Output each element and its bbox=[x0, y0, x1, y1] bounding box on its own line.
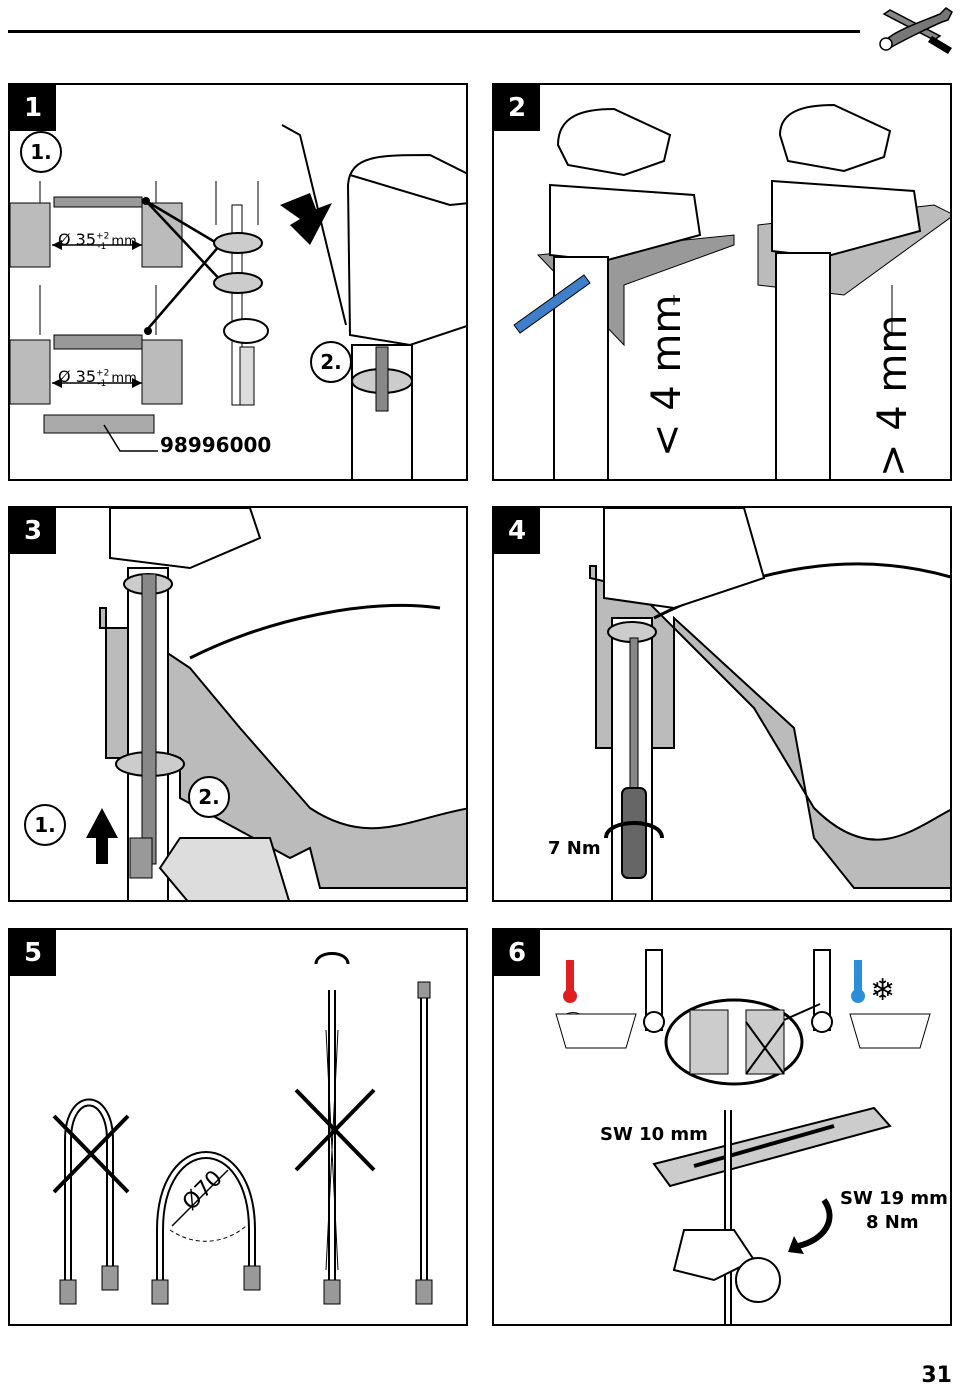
dimension-lower-value: Ø 35 bbox=[58, 367, 97, 386]
wrench-small-label: SW 10 mm bbox=[600, 1124, 708, 1145]
panel-number: 3 bbox=[10, 508, 56, 554]
dimension-unit: mm bbox=[111, 234, 137, 249]
page-number: 31 bbox=[921, 1363, 952, 1388]
tightening-illustration bbox=[589, 508, 950, 900]
torque-label: 8 Nm bbox=[866, 1212, 919, 1233]
mounting-illustration bbox=[86, 508, 466, 900]
tolerance-plus: +2 bbox=[96, 368, 110, 379]
panel-number: 4 bbox=[494, 508, 540, 554]
gap-large-label: > 4 mm bbox=[870, 314, 916, 477]
gap-small-label: < 4 mm bbox=[644, 294, 690, 457]
tolerance-plus: +2 bbox=[96, 231, 110, 242]
panel-number: 6 bbox=[494, 930, 540, 976]
panel-4: 4 7 Nm bbox=[492, 506, 952, 902]
panel-number: 1 bbox=[10, 85, 56, 131]
dimension-upper-value: Ø 35 bbox=[58, 230, 97, 249]
panel-1: 1 1. bbox=[8, 83, 468, 481]
gap-check-illustration bbox=[513, 103, 950, 479]
torque-label: 7 Nm bbox=[548, 838, 601, 859]
step-badge-2: 2. bbox=[188, 776, 230, 818]
panel-number: 2 bbox=[494, 85, 540, 131]
svg-text:❄: ❄ bbox=[870, 973, 895, 1008]
dimension-lower: Ø 35+2-1 mm bbox=[58, 367, 137, 389]
tolerance-minus: -1 bbox=[97, 379, 107, 390]
step-badge-2: 2. bbox=[310, 341, 352, 383]
wrench-screwdriver-icon bbox=[879, 7, 953, 54]
panel-6: 6 ❄ SW 10 mm SW 19 mm 8 Nm bbox=[492, 928, 952, 1326]
step-badge-1: 1. bbox=[20, 131, 62, 173]
installation-illustration-1 bbox=[10, 124, 466, 479]
step-badge-1: 1. bbox=[24, 804, 66, 846]
wrench-large-label: SW 19 mm bbox=[840, 1188, 948, 1209]
panel-2: 2 < 4 mm > 4 mm bbox=[492, 83, 952, 481]
panel-5: 5 Ø70 bbox=[8, 928, 468, 1326]
connection-illustration: ❄ bbox=[555, 949, 931, 1324]
dimension-unit: mm bbox=[111, 371, 137, 386]
part-number: 98996000 bbox=[160, 433, 272, 457]
header-rule bbox=[8, 30, 860, 33]
panel-number: 5 bbox=[10, 930, 56, 976]
tolerance-minus: -1 bbox=[97, 242, 107, 253]
hose-bending-illustration bbox=[52, 952, 433, 1305]
panel-3: 3 1. 2. bbox=[8, 506, 468, 902]
dimension-upper: Ø 35+2-1 mm bbox=[58, 230, 137, 252]
